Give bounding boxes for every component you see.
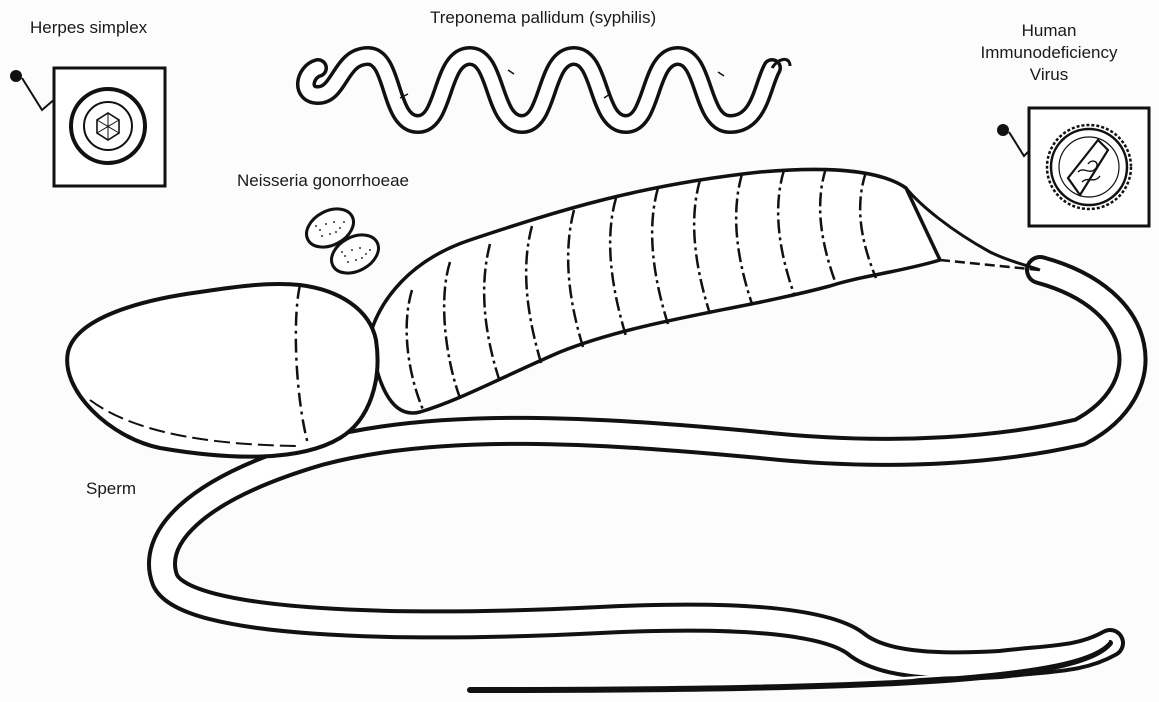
label-hiv-line1: Human (965, 20, 1133, 42)
sperm-cell (67, 168, 1132, 690)
label-treponema-pallidum: Treponema pallidum (syphilis) (430, 7, 656, 29)
label-neisseria-gonorrhoeae: Neisseria gonorrhoeae (237, 170, 409, 192)
label-sperm: Sperm (86, 478, 136, 500)
label-hiv-line2: Immunodeficiency (965, 42, 1133, 64)
herpes-pointer-line (22, 78, 56, 110)
herpes-pointer-dot (10, 70, 22, 82)
label-hiv-line3: Virus (965, 64, 1133, 86)
treponema-spirochete (306, 56, 790, 124)
hiv-inset (997, 108, 1149, 226)
label-herpes-simplex: Herpes simplex (30, 17, 147, 39)
label-hiv: Human Immunodeficiency Virus (965, 20, 1133, 86)
hiv-pointer-dot (997, 124, 1009, 136)
neisseria-diplococcus (300, 201, 385, 280)
herpes-simplex-inset (10, 68, 165, 186)
